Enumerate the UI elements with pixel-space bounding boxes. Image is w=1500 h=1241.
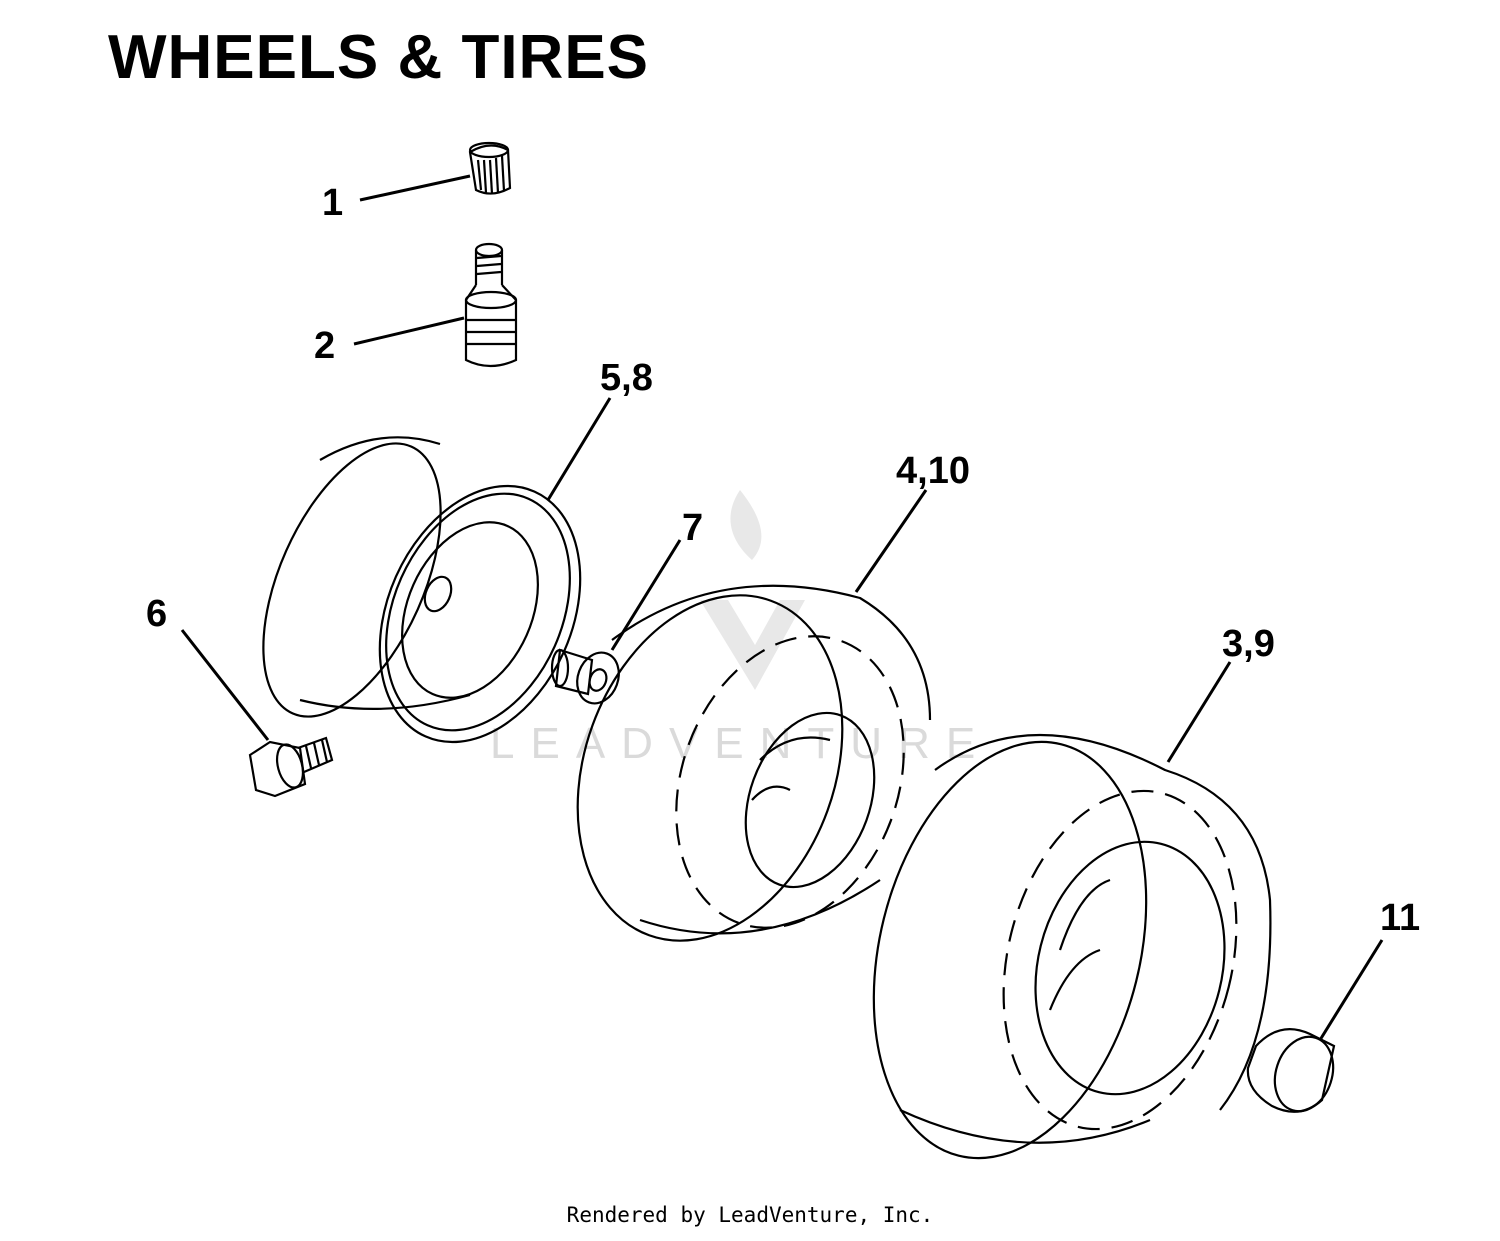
hub-cap[interactable] [1246, 1028, 1343, 1119]
watermark-text: LEADVENTURE [490, 719, 991, 768]
callout-2: 2 [314, 325, 335, 367]
leader-2 [353, 316, 465, 346]
leader-5-8 [546, 397, 612, 501]
leader-3-9 [1166, 661, 1232, 763]
callout-4-10: 4,10 [896, 450, 970, 492]
callout-7: 7 [682, 507, 703, 549]
tire-front[interactable] [532, 558, 943, 978]
diagram-title: WHEELS & TIRES [108, 23, 650, 92]
valve-cap[interactable] [468, 141, 512, 195]
callout-6: 6 [146, 593, 167, 635]
rendered-by-footer: Rendered by LeadVenture, Inc. [566, 1203, 934, 1227]
lug-bolt[interactable] [248, 736, 334, 798]
leader-11 [1318, 939, 1384, 1041]
callout-1: 1 [322, 182, 343, 224]
tire-rear[interactable] [833, 713, 1272, 1187]
leadventure-watermark: LEADVENTURE [490, 490, 991, 768]
leader-4-10 [854, 489, 928, 593]
leader-1 [359, 174, 471, 202]
leader-6 [180, 629, 270, 741]
wheel-bushing[interactable] [550, 647, 626, 710]
callout-3-9: 3,9 [1222, 623, 1275, 665]
valve-stem[interactable] [464, 242, 518, 368]
callout-5-8: 5,8 [600, 357, 653, 399]
callout-11: 11 [1380, 897, 1420, 939]
